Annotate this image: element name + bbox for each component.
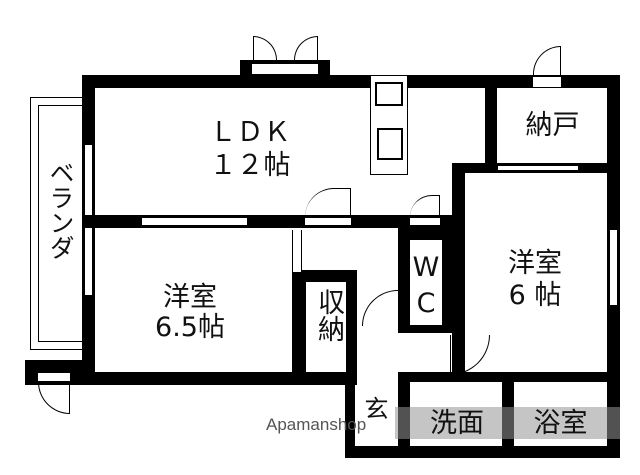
door-swing — [450, 335, 490, 375]
door-swing — [362, 290, 398, 326]
nando-sliding-door — [498, 165, 578, 171]
door-swing — [294, 36, 318, 62]
wall-entrance-left — [345, 380, 355, 458]
room2-size: 6 帖 — [508, 280, 562, 311]
wc-interior — [410, 240, 442, 325]
sliding-door — [142, 217, 247, 226]
room1-label: 洋室 — [163, 282, 217, 313]
bay-door-opening — [252, 63, 318, 75]
wall-bottom — [345, 446, 620, 458]
nando-label: 納戸 — [525, 110, 580, 141]
veranda-inner — [38, 105, 84, 342]
wall-room1-bottom — [82, 372, 357, 385]
door-swing — [253, 36, 277, 62]
door-swing — [38, 382, 70, 414]
wall-room2-left — [452, 163, 465, 375]
window-right — [609, 230, 618, 305]
room2-label: 洋室 — [508, 248, 562, 279]
room1-size: 6.5帖 — [155, 312, 225, 343]
storage-interior — [305, 282, 346, 375]
ldk-size: １２帖 — [209, 150, 291, 181]
balcony-door-opening — [38, 372, 70, 382]
door-swing — [533, 46, 561, 76]
door-opening — [410, 217, 440, 226]
veranda-label: ベランダ — [46, 160, 75, 260]
closet-door — [292, 230, 302, 272]
wall-top — [82, 75, 620, 88]
bathroom-label: 浴室 — [533, 408, 588, 439]
entrance-label: 玄 — [364, 395, 389, 423]
sink-icon — [377, 128, 403, 160]
nando-door-opening — [533, 76, 561, 88]
watermark: Apamanshop — [266, 415, 367, 434]
stove-icon — [375, 82, 403, 106]
wc-label-w: W — [412, 252, 440, 283]
washroom-label: 洗面 — [430, 408, 484, 439]
door-swing — [305, 188, 351, 217]
watermark-band — [395, 407, 620, 439]
ldk-label: ＬＤＫ — [209, 117, 291, 148]
door-opening — [305, 217, 351, 226]
wall-nando-left — [485, 88, 497, 168]
wc-label-c: C — [416, 288, 436, 319]
wall-room2-bottom — [398, 372, 620, 382]
wall-ldk-bottom — [82, 215, 455, 228]
door-swing — [410, 195, 440, 217]
storage-label: 収納 — [313, 288, 344, 342]
